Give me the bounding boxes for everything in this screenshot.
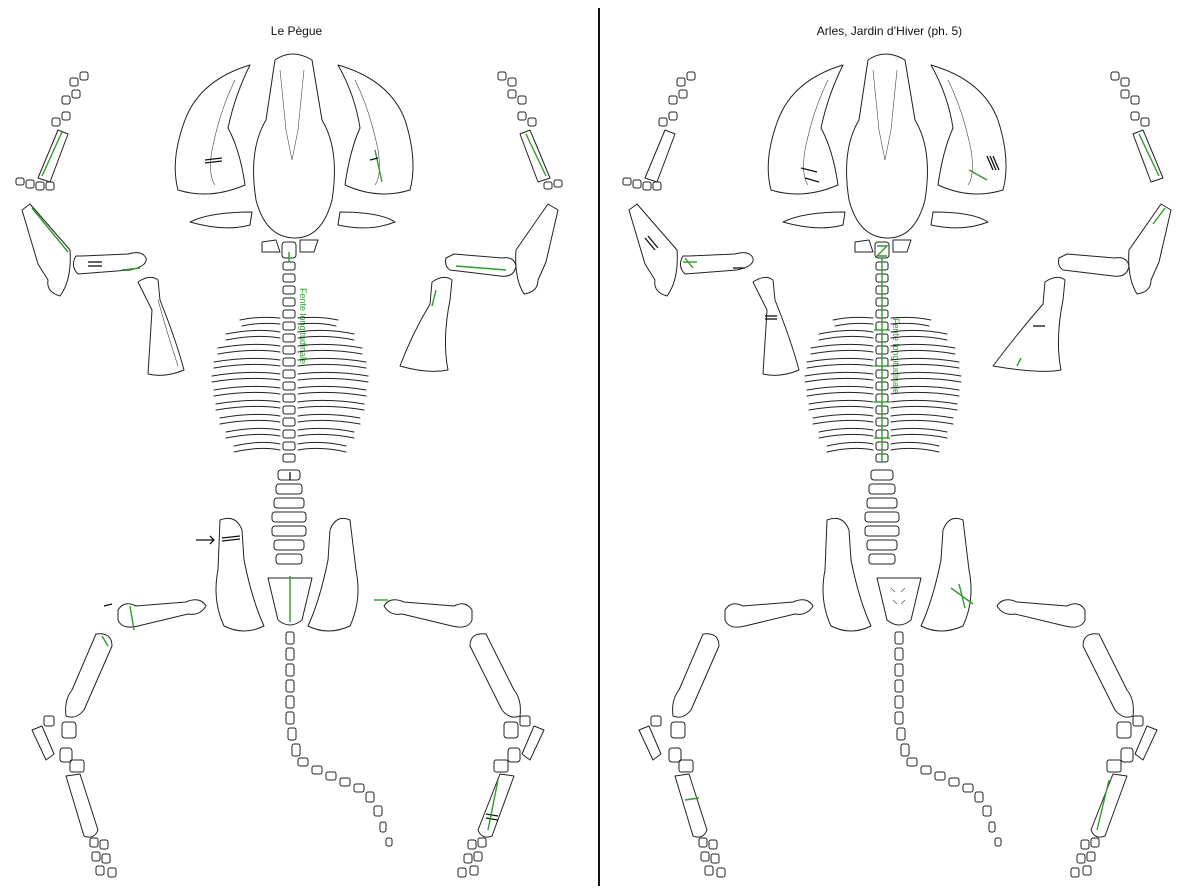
carpals-left [16,178,54,190]
metacarpal-right [1111,72,1163,182]
tarsals-right [494,716,544,772]
tibia-right [1083,634,1133,717]
humerus-right [1059,254,1130,276]
metatarsal-left [675,774,725,877]
mandible-left [768,65,843,194]
radius-ulna-right [516,204,558,294]
metatarsal-left [66,774,116,877]
tarsals-left [639,716,693,772]
skeleton-diagram: Fente longitudinale [0,0,593,888]
tibia-right [470,634,520,717]
radius-ulna-left [22,204,70,296]
atlas-axis [262,240,318,258]
scapula-left [138,277,184,375]
scapula-right [993,277,1065,371]
panel-le-pegue: Le Pègue [0,0,593,888]
pelvis-right [308,518,358,631]
vertebral-column [865,258,899,564]
femur-right [374,600,472,627]
ribcage-left [805,317,873,452]
mandible-left [175,65,250,194]
skull [783,54,988,238]
metatarsal-right [458,774,514,877]
tarsals-right [1107,716,1157,772]
pelvis-left [823,518,871,631]
radius-ulna-left [629,204,677,296]
radius-ulna-right [1129,204,1171,294]
sacrum [268,576,312,625]
humerus-left [73,253,146,274]
mandible-right [931,65,1006,194]
scapula-left [753,277,799,375]
panel-arles-jardin-d-hiver: Arles, Jardin d’Hiver (ph. 5) [593,0,1186,888]
mandible-right [338,65,413,194]
vertebral-label: Fente longitudinale [891,318,901,394]
ribcage-left [212,317,280,452]
skeleton-diagram: Fente longitudinale [593,0,1186,888]
tarsals-left [32,716,84,772]
tibia-left [66,634,112,717]
sacrum [877,578,921,625]
femur-left [725,600,813,627]
metacarpal-right [498,72,562,189]
vertebral-label: Fente longitudinale [298,288,308,364]
humerus-right [446,254,517,276]
femur-left [104,600,206,630]
metacarpal-left [645,72,695,182]
femur-right [997,600,1085,627]
pelvis-right [921,518,973,631]
carpals-left [623,178,661,190]
humerus-left [680,253,753,274]
tail-vertebrae [286,632,392,846]
metatarsal-right [1071,774,1127,877]
metacarpal-left [38,72,88,182]
tail-vertebrae [895,632,1001,846]
pelvis-left [196,518,264,631]
atlas-axis [855,240,911,258]
skull [190,54,395,238]
scapula-right [400,277,452,371]
tibia-left [673,634,719,717]
